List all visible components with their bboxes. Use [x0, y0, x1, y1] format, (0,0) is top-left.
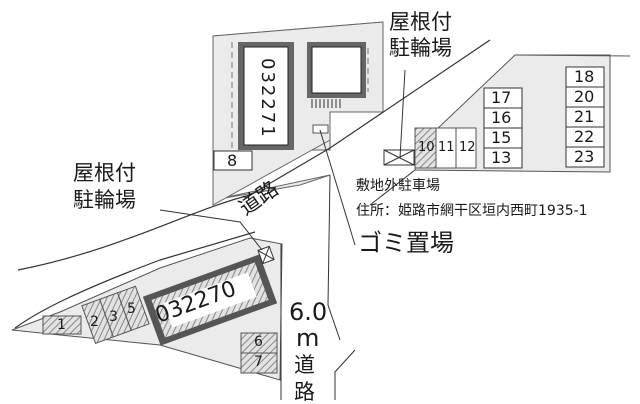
label-covered-bike-top-1: 屋根付	[389, 10, 452, 34]
space-13: 13	[491, 148, 512, 167]
space-6: 6	[254, 334, 263, 350]
space-16: 16	[491, 108, 512, 127]
label-covered-bike-top-2: 駐輪場	[389, 36, 452, 60]
label-offsite-parking: 敷地外駐車場	[356, 178, 440, 194]
space-21: 21	[574, 107, 595, 126]
parking-space-8	[213, 150, 253, 171]
space-3: 3	[109, 309, 118, 325]
building-square	[307, 42, 369, 108]
space-7: 7	[254, 354, 263, 370]
label-address: 住所：姫路市網干区垣内西町1935-1	[356, 203, 588, 219]
space-11: 11	[438, 140, 455, 155]
space-15: 15	[491, 128, 512, 147]
label-road-side-2: 路	[294, 380, 315, 404]
space-5: 5	[127, 301, 136, 317]
label-covered-bike-left-2: 駐輪場	[73, 188, 136, 212]
space-8: 8	[227, 151, 238, 170]
space-18: 18	[574, 67, 595, 86]
building-id-032271: 032271	[257, 58, 278, 139]
building-032270	[142, 254, 278, 346]
label-garbage: ゴミ置場	[358, 229, 454, 257]
label-covered-bike-left-1: 屋根付	[73, 161, 136, 185]
space-23: 23	[574, 147, 595, 166]
space-20: 20	[574, 87, 595, 106]
space-17: 17	[491, 88, 512, 107]
space-2: 2	[90, 314, 99, 330]
label-road-width-unit: m	[296, 324, 320, 352]
space-1: 1	[57, 317, 66, 333]
space-22: 22	[574, 127, 595, 146]
label-road-width: 6.0	[289, 298, 328, 326]
label-road-side-1: 道	[294, 353, 315, 377]
space-10: 10	[418, 140, 435, 155]
space-12: 12	[459, 140, 476, 155]
building-032271	[231, 42, 294, 150]
